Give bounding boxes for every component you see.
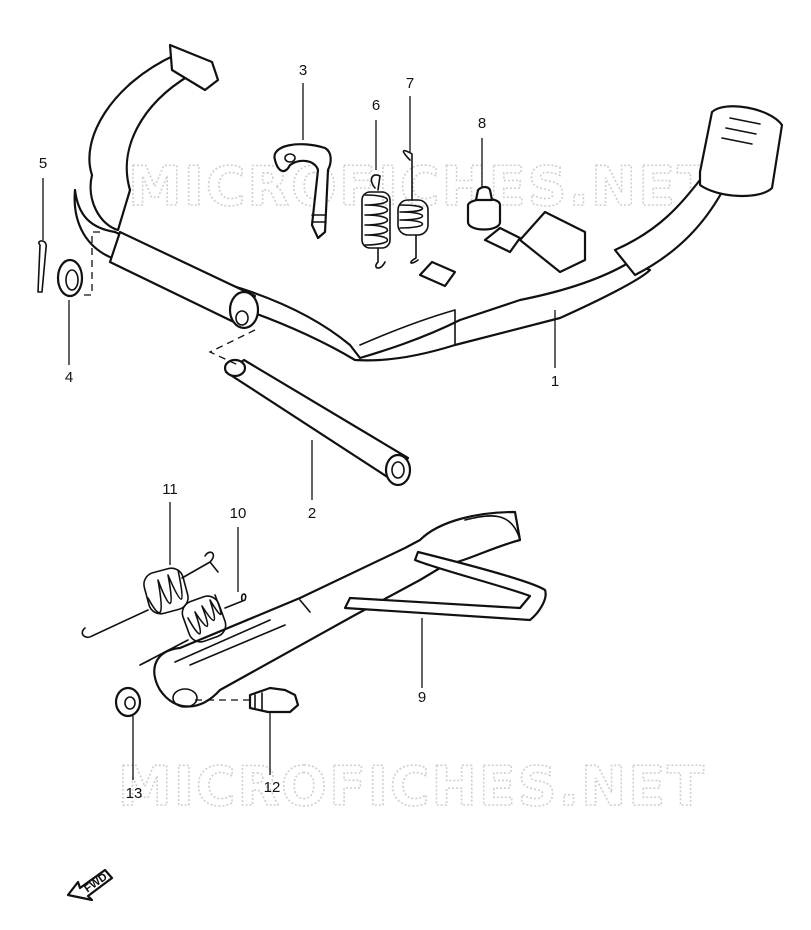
callout-4: 4: [65, 369, 73, 386]
watermark-top: MICROFICHES.NET: [128, 155, 716, 218]
washer-alignment-line: [82, 231, 100, 296]
callout-12: 12: [264, 779, 281, 796]
spring-6-part[interactable]: [361, 174, 391, 269]
center-stand-part[interactable]: [73, 43, 784, 362]
rubber-stopper-part[interactable]: [466, 185, 502, 231]
callout-8: 8: [478, 115, 486, 132]
forward-arrow-icon: FWD: [66, 868, 114, 902]
callout-7: 7: [406, 75, 414, 92]
callout-9: 9: [418, 689, 426, 706]
callout-10: 10: [230, 505, 247, 522]
nut-part[interactable]: [114, 686, 142, 718]
callout-6: 6: [372, 97, 380, 114]
washer-part[interactable]: [56, 258, 84, 298]
watermark-bottom: MICROFICHES.NET: [118, 755, 706, 818]
clip-part[interactable]: [273, 143, 332, 240]
spring-10-part[interactable]: [139, 593, 247, 666]
cotter-pin-part[interactable]: [37, 240, 47, 293]
callout-1: 1: [551, 373, 559, 390]
stand-shaft-part[interactable]: [223, 358, 412, 487]
bolt-part[interactable]: [248, 686, 300, 714]
callout-13: 13: [126, 785, 143, 802]
callout-11: 11: [162, 481, 178, 498]
callout-2: 2: [308, 505, 316, 522]
spring-11-part[interactable]: [81, 551, 219, 639]
spring-7-part[interactable]: [397, 149, 429, 264]
shaft-alignment-line: [208, 329, 256, 366]
callout-3: 3: [299, 62, 307, 79]
callout-5: 5: [39, 155, 47, 172]
